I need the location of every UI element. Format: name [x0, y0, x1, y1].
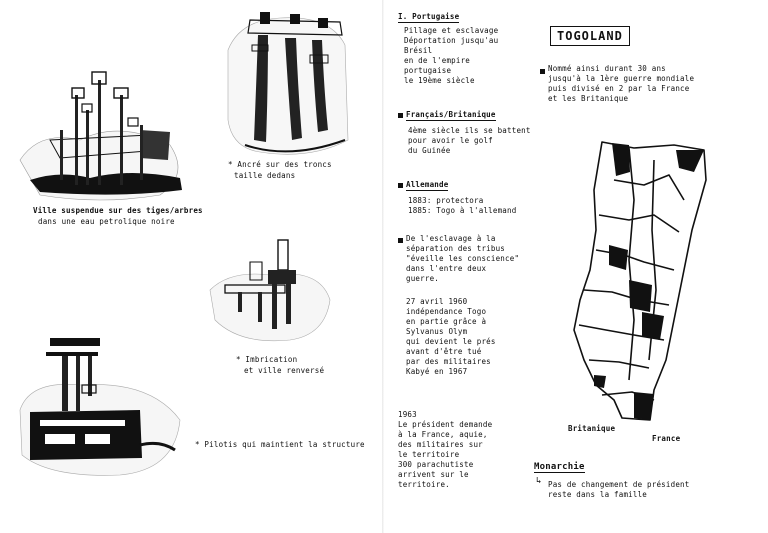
sketch-drawings	[19, 12, 349, 476]
sketchbook-left-page: Ville suspendue sur des tiges/arbres dan…	[19, 12, 365, 476]
monarchie-body: Pas de changement de président reste dan…	[548, 480, 690, 499]
section-francais-body: 4ème siècle ils se battent pour avoir le…	[408, 126, 531, 155]
togo-map	[573, 141, 707, 421]
section-francais-heading: Français/Britanique	[406, 110, 496, 121]
caption-anchored-line2: taille dedans	[234, 171, 296, 180]
monarchie-heading: Monarchie	[534, 462, 585, 473]
bullet-icon	[398, 238, 403, 243]
caption-pilotis: * Pilotis qui maintient la structure	[195, 440, 365, 449]
section-allemande-body: 1883: protectora 1885: Togo à l'allemand	[408, 196, 517, 215]
bullet-icon	[540, 69, 545, 74]
section-allemande-heading: Allemande	[406, 180, 449, 191]
arrow-icon: ↳	[536, 476, 542, 486]
sketch-anchored-trunks	[227, 12, 349, 155]
caption-anchored-line1: * Ancré sur des troncs	[228, 160, 332, 169]
togoland-note: Nommé ainsi durant 30 ans jusqu'à la 1èr…	[548, 64, 695, 103]
bullet-icon	[398, 183, 403, 188]
caption-imbrication-line2: et ville renversé	[244, 366, 325, 375]
section-independance-body: 27 avril 1960 indépendance Togo en parti…	[406, 297, 496, 376]
section-portugaise-heading: I. Portugaise	[398, 12, 460, 23]
section-1963-body: 1963 Le président demande à la France, a…	[398, 410, 493, 489]
sketch-pilotis	[19, 338, 181, 476]
caption-imbrication-line1: * Imbrication	[236, 355, 298, 364]
book-gutter	[382, 0, 385, 533]
map-label-france: France	[652, 434, 681, 443]
caption-suspended-city-line2: dans une eau petrolique noire	[38, 217, 175, 226]
sketchbook-right-page: I. Portugaise Pillage et esclavage Dépor…	[384, 0, 768, 533]
sketch-imbrication	[209, 239, 331, 342]
section-portugaise-body: Pillage et esclavage Déportation jusqu'a…	[404, 26, 499, 85]
caption-suspended-city-line1: Ville suspendue sur des tiges/arbres	[33, 206, 203, 215]
sketch-suspended-city	[19, 71, 182, 201]
section-esclavage-body: De l'esclavage à la séparation des tribu…	[406, 234, 520, 283]
bullet-icon	[398, 113, 403, 118]
map-label-britanique: Britanique	[568, 424, 616, 433]
togoland-title: TOGOLAND	[550, 26, 630, 46]
